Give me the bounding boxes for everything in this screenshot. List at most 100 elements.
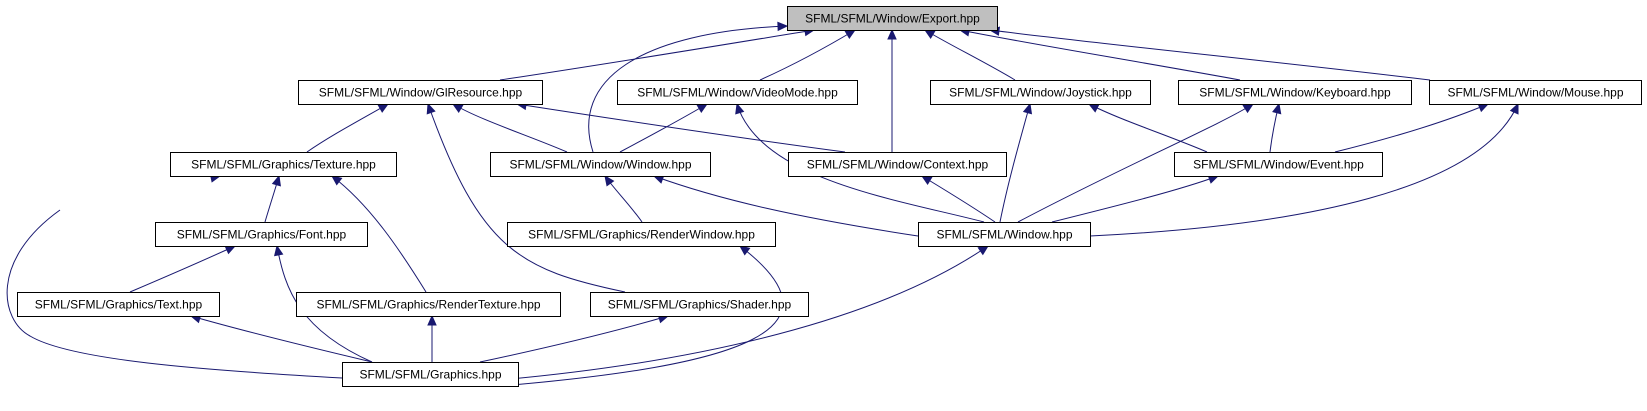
node-keyboard[interactable]: SFML/SFML/Window/Keyboard.hpp xyxy=(1178,80,1412,105)
node-label-windowhpp: SFML/SFML/Window.hpp xyxy=(936,228,1072,242)
arrowhead-windowhpp-to-mouse xyxy=(1509,102,1519,115)
arrowhead-graphics-to-windowhpp xyxy=(977,245,990,256)
arrowhead-renderwindow-to-window xyxy=(604,174,615,187)
arrowhead-windowhpp-to-context xyxy=(920,175,933,186)
arrowhead-windowhpp-to-keyboard xyxy=(1242,103,1255,114)
edge-graphics-to-shader xyxy=(479,315,669,363)
node-label-text: SFML/SFML/Graphics/Text.hpp xyxy=(35,298,203,312)
arrowhead-event-to-keyboard xyxy=(1272,102,1282,115)
edge-shader-to-glresource xyxy=(427,103,626,293)
node-event[interactable]: SFML/SFML/Window/Event.hpp xyxy=(1174,152,1383,177)
node-box-joystick[interactable] xyxy=(930,80,1151,105)
node-rendertexture[interactable]: SFML/SFML/Graphics/RenderTexture.hpp xyxy=(296,292,561,317)
arrowhead-event-to-joystick xyxy=(1087,103,1100,113)
node-box-keyboard[interactable] xyxy=(1178,80,1412,105)
node-windowhpp[interactable]: SFML/SFML/Window.hpp xyxy=(918,222,1091,247)
node-texture[interactable]: SFML/SFML/Graphics/Texture.hpp xyxy=(170,152,397,177)
node-box-windowhpp[interactable] xyxy=(918,222,1091,247)
arrowhead-rendertexture-to-texture xyxy=(331,175,343,186)
arrowhead-shader-to-glresource xyxy=(426,102,436,115)
arrowhead-joystick-to-export xyxy=(923,29,936,39)
node-export[interactable]: SFML/SFML/Window/Export.hpp xyxy=(787,6,998,31)
nodes-layer: SFML/SFML/Window/Export.hppSFML/SFML/Win… xyxy=(17,6,1642,387)
node-videomode[interactable]: SFML/SFML/Window/VideoMode.hpp xyxy=(617,80,858,105)
edge-windowhpp-to-event xyxy=(1051,175,1219,223)
node-box-font[interactable] xyxy=(155,222,368,247)
node-joystick[interactable]: SFML/SFML/Window/Joystick.hpp xyxy=(930,80,1151,105)
edge-graphics-to-text xyxy=(190,315,373,363)
node-shader[interactable]: SFML/SFML/Graphics/Shader.hpp xyxy=(590,292,809,317)
arrowhead-window-to-videomode xyxy=(696,103,709,113)
edge-window-to-export xyxy=(588,25,788,153)
edge-glresource-to-export xyxy=(499,29,815,81)
node-box-texture[interactable] xyxy=(170,152,397,177)
edge-text-to-font xyxy=(129,245,236,293)
node-box-graphics[interactable] xyxy=(342,362,519,387)
node-text[interactable]: SFML/SFML/Graphics/Text.hpp xyxy=(17,292,220,317)
arrowhead-text-to-font xyxy=(224,245,237,255)
node-box-rendertexture[interactable] xyxy=(296,292,561,317)
node-label-font: SFML/SFML/Graphics/Font.hpp xyxy=(177,228,347,242)
arrowhead-windowhpp-to-joystick xyxy=(1022,102,1033,115)
edge-context-to-glresource xyxy=(516,103,846,153)
node-glresource[interactable]: SFML/SFML/Window/GlResource.hpp xyxy=(298,80,543,105)
node-label-joystick: SFML/SFML/Window/Joystick.hpp xyxy=(949,86,1132,100)
node-window[interactable]: SFML/SFML/Window/Window.hpp xyxy=(490,152,711,177)
node-box-shader[interactable] xyxy=(590,292,809,317)
edge-window-to-videomode xyxy=(619,103,708,153)
node-label-rendertexture: SFML/SFML/Graphics/RenderTexture.hpp xyxy=(316,298,540,312)
node-label-window: SFML/SFML/Window/Window.hpp xyxy=(509,158,691,172)
node-label-shader: SFML/SFML/Graphics/Shader.hpp xyxy=(608,298,792,312)
node-graphics[interactable]: SFML/SFML/Graphics.hpp xyxy=(342,362,519,387)
edge-keyboard-to-export xyxy=(959,29,1241,81)
edge-graphics-to-texture xyxy=(6,209,343,379)
arrowhead-graphics-to-font xyxy=(274,244,284,257)
node-label-texture: SFML/SFML/Graphics/Texture.hpp xyxy=(191,158,376,172)
arrowhead-videomode-to-export xyxy=(844,29,857,39)
arrowhead-graphics-to-rendertexture xyxy=(427,314,437,326)
arrowhead-texture-to-glresource xyxy=(377,103,390,113)
node-mouse[interactable]: SFML/SFML/Window/Mouse.hpp xyxy=(1429,80,1642,105)
node-label-mouse: SFML/SFML/Window/Mouse.hpp xyxy=(1447,86,1623,100)
node-box-videomode[interactable] xyxy=(617,80,858,105)
edge-graphics-to-windowhpp xyxy=(499,245,989,381)
arrowhead-font-to-texture xyxy=(271,174,281,187)
node-box-window[interactable] xyxy=(490,152,711,177)
arrowhead-window-to-glresource xyxy=(451,103,464,113)
edge-windowhpp-to-window xyxy=(653,175,919,237)
node-box-renderwindow[interactable] xyxy=(507,222,776,247)
arrowhead-graphics-to-renderwindow xyxy=(739,245,751,256)
edge-mouse-to-export xyxy=(989,29,1431,81)
node-box-text[interactable] xyxy=(17,292,220,317)
edge-videomode-to-export xyxy=(759,29,856,81)
node-box-event[interactable] xyxy=(1174,152,1383,177)
edge-rendertexture-to-texture xyxy=(331,175,427,293)
node-box-mouse[interactable] xyxy=(1429,80,1642,105)
node-label-keyboard: SFML/SFML/Window/Keyboard.hpp xyxy=(1199,86,1391,100)
edge-window-to-glresource xyxy=(452,103,568,153)
edges-layer xyxy=(6,21,1519,387)
node-renderwindow[interactable]: SFML/SFML/Graphics/RenderWindow.hpp xyxy=(507,222,776,247)
node-label-event: SFML/SFML/Window/Event.hpp xyxy=(1193,158,1364,172)
edge-windowhpp-to-context xyxy=(921,175,996,223)
node-box-glresource[interactable] xyxy=(298,80,543,105)
node-label-renderwindow: SFML/SFML/Graphics/RenderWindow.hpp xyxy=(528,228,755,242)
arrowhead-windowhpp-to-videomode xyxy=(735,102,745,115)
node-font[interactable]: SFML/SFML/Graphics/Font.hpp xyxy=(155,222,368,247)
edge-joystick-to-export xyxy=(924,29,1016,81)
edge-windowhpp-to-videomode xyxy=(736,103,985,223)
edge-event-to-mouse xyxy=(1334,103,1489,153)
node-box-export[interactable] xyxy=(787,6,998,31)
node-label-context: SFML/SFML/Window/Context.hpp xyxy=(807,158,989,172)
edge-windowhpp-to-joystick xyxy=(999,103,1031,223)
edge-texture-to-glresource xyxy=(306,103,389,153)
node-context[interactable]: SFML/SFML/Window/Context.hpp xyxy=(788,152,1007,177)
edge-windowhpp-to-keyboard xyxy=(1017,103,1254,223)
edge-event-to-joystick xyxy=(1088,103,1208,153)
node-label-graphics: SFML/SFML/Graphics.hpp xyxy=(359,368,501,382)
arrowhead-context-to-export xyxy=(887,28,897,40)
node-box-context[interactable] xyxy=(788,152,1007,177)
edge-graphics-to-renderwindow xyxy=(499,245,784,387)
arrowhead-window-to-export xyxy=(777,21,789,32)
